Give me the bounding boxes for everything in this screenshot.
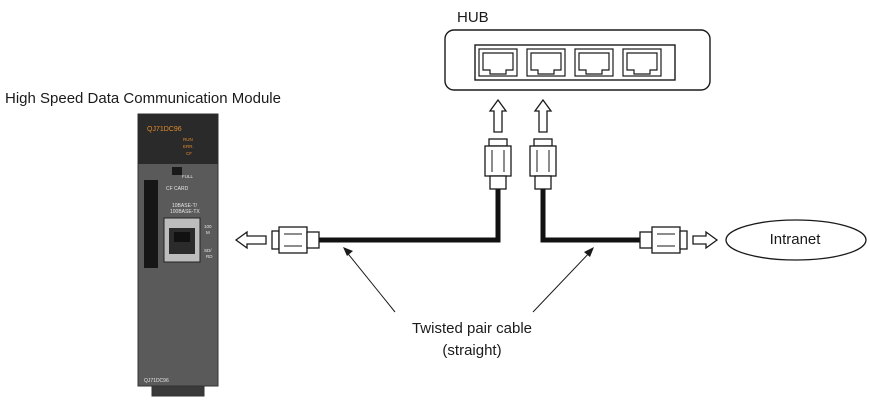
pointer-arrowhead-left <box>343 247 353 256</box>
hub-port-4 <box>622 48 662 77</box>
intranet-label: Intranet <box>769 231 821 248</box>
cf-card-label: CF CARD <box>166 186 189 192</box>
led-err-label: ERR. <box>183 144 194 149</box>
hub-label: HUB <box>457 9 489 26</box>
arrow-up-right-icon <box>533 98 553 133</box>
cable-label: Twisted pair cable (straight) <box>352 318 592 362</box>
led-sdrd-label-b: RD <box>206 254 213 259</box>
arrow-right-to-intranet-icon <box>692 230 719 250</box>
led-sdrd-label-a: SD/ <box>204 248 212 253</box>
module-foot <box>151 385 205 397</box>
plug-intranet-side <box>639 226 688 254</box>
ethernet-port-contacts <box>174 232 190 242</box>
module-model-top: QJ71DC96 <box>147 126 182 133</box>
pointer-line-left <box>344 249 396 313</box>
plug-hub-left <box>484 138 512 190</box>
hub-port-1 <box>478 48 518 77</box>
plug-hub-right <box>529 138 557 190</box>
module-top-panel <box>138 114 218 164</box>
cable-module-to-hub <box>319 189 501 243</box>
module-model-bottom: QJ71DC96 <box>144 378 169 384</box>
port-type-label-1: 10BASE-T/ <box>172 203 198 209</box>
hub-port-3 <box>574 48 614 77</box>
pointer-line-right <box>532 249 593 313</box>
arrow-up-left-icon <box>488 98 508 133</box>
arrow-left-to-module-icon <box>234 230 267 250</box>
pointer-arrowhead-right <box>584 247 594 257</box>
led-100m-label-a: 100 <box>204 224 212 229</box>
module-device: QJ71DC96 RUN ERR. CF FULL CF CARD 10BASE… <box>137 113 219 397</box>
led-run-label: RUN <box>183 137 193 142</box>
led-100m-label-b: M <box>206 230 210 235</box>
full-led-indicator <box>172 167 182 175</box>
hub-device <box>444 29 711 91</box>
port-type-label-2: 100BASE-TX <box>170 209 200 215</box>
led-cf-label: CF <box>186 151 192 156</box>
hub-port-2 <box>526 48 566 77</box>
cable-hub-to-intranet <box>540 189 640 243</box>
cf-card-slot <box>144 180 158 268</box>
intranet-ellipse <box>725 219 867 261</box>
plug-module-side <box>271 226 320 254</box>
cable-label-line1: Twisted pair cable <box>411 320 533 337</box>
full-led-label: FULL <box>182 174 194 179</box>
module-title: High Speed Data Communication Module <box>5 90 281 107</box>
cable-label-line2: (straight) <box>442 342 502 359</box>
